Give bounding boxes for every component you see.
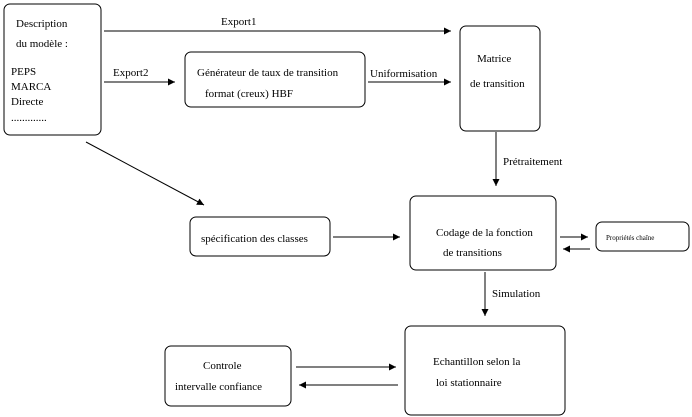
description-line-peps: PEPS xyxy=(11,66,36,78)
edge-simulation: Simulation xyxy=(481,272,541,316)
matrice-line-2: de transition xyxy=(470,78,525,90)
node-description: Description du modèle : PEPS MARCA Direc… xyxy=(3,3,102,136)
echantillon-line-2: loi stationnaire xyxy=(436,377,502,389)
edge-uniformisation: Uniformisation xyxy=(368,68,451,86)
node-matrice: Matrice de transition xyxy=(459,25,541,132)
controle-line-2: intervalle confiance xyxy=(175,381,262,393)
description-line-1: Description xyxy=(16,18,68,30)
echantillon-line-1: Echantillon selon la xyxy=(433,356,520,368)
proprietes-line-1: Propriétés chaîne xyxy=(606,234,654,242)
edge-pretraitement: Prétraitement xyxy=(492,132,562,186)
edge-pretraitement-label: Prétraitement xyxy=(503,156,562,168)
edge-uniformisation-label: Uniformisation xyxy=(370,68,438,80)
specification-line-1: spécification des classes xyxy=(201,233,308,245)
description-line-marca: MARCA xyxy=(11,81,51,93)
edge-simulation-label: Simulation xyxy=(492,288,541,300)
matrice-line-1: Matrice xyxy=(477,53,511,65)
edge-description-to-specification xyxy=(85,141,205,206)
controle-line-1: Controle xyxy=(203,360,242,372)
edge-export1-label: Export1 xyxy=(221,16,256,28)
node-specification: spécification des classes xyxy=(189,216,331,257)
generateur-line-1: Générateur de taux de transition xyxy=(197,67,339,79)
description-line-ellipsis: ............. xyxy=(11,112,47,124)
node-proprietes: Propriétés chaîne xyxy=(595,221,690,252)
codage-line-1: Codage de la fonction xyxy=(436,227,533,239)
edge-export2-label: Export2 xyxy=(113,67,148,79)
description-line-2: du modèle : xyxy=(16,38,68,50)
node-codage: Codage de la fonction de transitions xyxy=(409,195,557,271)
description-line-directe: Directe xyxy=(11,96,43,108)
node-controle: Controle intervalle confiance xyxy=(164,345,292,407)
codage-line-2: de transitions xyxy=(443,247,502,259)
generateur-line-2: format (creux) HBF xyxy=(205,88,293,100)
node-echantillon: Echantillon selon la loi stationnaire xyxy=(404,325,566,416)
node-generateur: Générateur de taux de transition format … xyxy=(184,51,366,108)
edge-export2: Export2 xyxy=(104,67,175,86)
edge-export1: Export1 xyxy=(104,16,451,35)
